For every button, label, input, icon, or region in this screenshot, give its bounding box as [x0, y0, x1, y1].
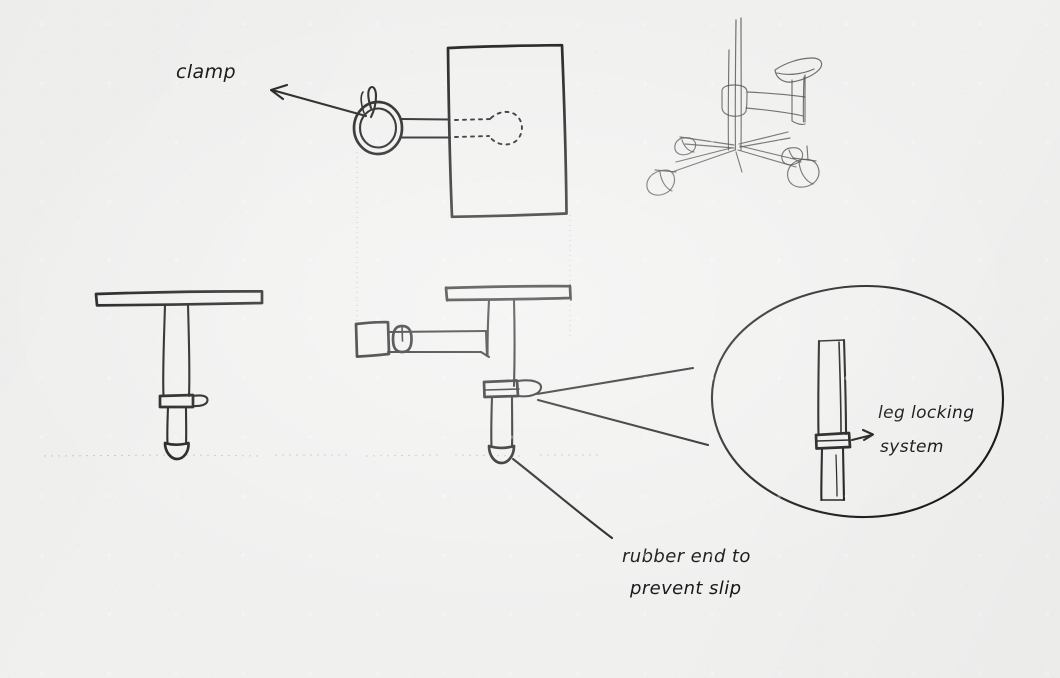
- chair-caster-right-front-rim: [798, 161, 814, 185]
- chair-column-collar: [721, 84, 748, 117]
- main-collar-seam: [484, 388, 520, 391]
- main-top-bar: [444, 284, 572, 302]
- detail-leader-upper: [535, 366, 695, 396]
- chair-armrest-post-left: [802, 76, 805, 123]
- chair-caster-right-front: [786, 158, 820, 188]
- chair-armrest-pad: [774, 57, 823, 83]
- main-top-bar-end-left: [445, 286, 448, 302]
- main-inner-leg-left: [490, 395, 494, 449]
- chair-caster-front-left-bracket: [654, 169, 677, 173]
- clamp-arm-top-rail: [400, 117, 451, 121]
- leg-locking-label-line2: system: [880, 437, 944, 457]
- main-rubber-foot: [487, 444, 516, 465]
- mounting-block: [354, 320, 391, 358]
- hidden-boss-outline: [489, 110, 523, 146]
- chair-base-spoke-right-back: [738, 131, 789, 145]
- chair-armrest-pad-edge: [776, 68, 815, 75]
- chair-base-spoke-left-front: [671, 149, 736, 173]
- chair-caster-mid-left-rim: [681, 139, 695, 153]
- rubber-end-label-line1: rubber end to: [622, 546, 751, 567]
- rubber-end-leader: [511, 457, 614, 540]
- clamp-ring-inner: [358, 107, 398, 149]
- side-top-bar: [94, 290, 264, 307]
- chair-base-spoke-front: [735, 151, 743, 173]
- side-locking-collar: [158, 393, 195, 409]
- main-collar-lever: [516, 379, 543, 398]
- side-upright-post-left: [162, 303, 167, 398]
- main-top-bar-end-right: [569, 284, 572, 301]
- chair-caster-right-rear: [781, 147, 804, 166]
- chair-caster-right-front-stem: [806, 145, 809, 161]
- chair-base-spoke-right-back-b: [739, 137, 791, 148]
- clamp-hook-tail-inner: [360, 91, 365, 114]
- screen-panel: [446, 43, 568, 219]
- view-side-elevation: [94, 290, 264, 461]
- detail-leader-lower: [536, 398, 710, 447]
- chair-caster-mid-left: [674, 137, 697, 156]
- thumbscrew-stem: [401, 325, 404, 342]
- view-main-assembly: clamp: [176, 43, 568, 219]
- detail-callout-leader: [850, 433, 874, 442]
- chair-base-spoke-right-front-b: [739, 145, 795, 160]
- chair-caster-right-front-bracket: [792, 157, 817, 162]
- rubber-end-label-line2: prevent slip: [629, 578, 741, 599]
- chair-caster-front-left-rim: [659, 171, 673, 192]
- detail-inner-tube-left: [820, 447, 824, 502]
- main-post-left-edge: [486, 298, 491, 358]
- view-chair-sketch: [646, 17, 823, 196]
- chair-base-spoke-left-back-b: [684, 143, 735, 149]
- main-arm-elbow-lower: [479, 350, 491, 359]
- main-arm-elbow-upper: [484, 329, 489, 358]
- leg-locking-label-line1: leg locking: [878, 403, 974, 423]
- detail-outer-tube-right: [842, 338, 848, 436]
- chair-column-left: [727, 49, 730, 151]
- detail-callout-arrow-head: [861, 428, 875, 442]
- chair-arm-support-lower: [745, 107, 804, 117]
- detail-inner-tube-seam: [835, 454, 838, 497]
- ground-datum-line: [43, 454, 600, 457]
- view-detail-circle: leg locking system: [710, 284, 1005, 519]
- detail-locking-collar: [814, 431, 852, 450]
- side-collar-lever: [191, 394, 209, 408]
- clamp-ring-outer: [352, 100, 404, 156]
- hidden-arm-bottom: [454, 135, 490, 138]
- clamp-label: clamp: [176, 61, 236, 83]
- view-main-lower-mechanism: rubber end to prevent slip: [354, 284, 751, 599]
- hidden-arm-top: [454, 118, 493, 121]
- side-rubber-foot: [163, 441, 190, 461]
- thumbscrew-knob: [391, 324, 413, 354]
- detail-circle-outline: [710, 284, 1005, 519]
- detail-outer-tube-top: [818, 339, 845, 342]
- clamp-leader-line: [270, 88, 368, 118]
- detail-outer-tube-inner-edge: [838, 341, 842, 434]
- detail-outer-tube-left: [817, 339, 821, 437]
- chair-arm-support-upper: [746, 91, 806, 98]
- side-upright-post-right: [186, 303, 191, 398]
- side-inner-leg-left: [166, 405, 170, 446]
- clamp-arrow-head: [269, 83, 289, 101]
- detail-collar-seam: [816, 439, 851, 442]
- detail-inner-tube-right: [841, 446, 846, 502]
- chair-armrest-post-box: [791, 79, 806, 125]
- clamp-hook-tail: [367, 85, 378, 119]
- main-post-right-edge: [512, 298, 516, 388]
- main-arm-top-rail: [387, 329, 488, 334]
- chair-base-spoke-left-front-b: [675, 147, 732, 163]
